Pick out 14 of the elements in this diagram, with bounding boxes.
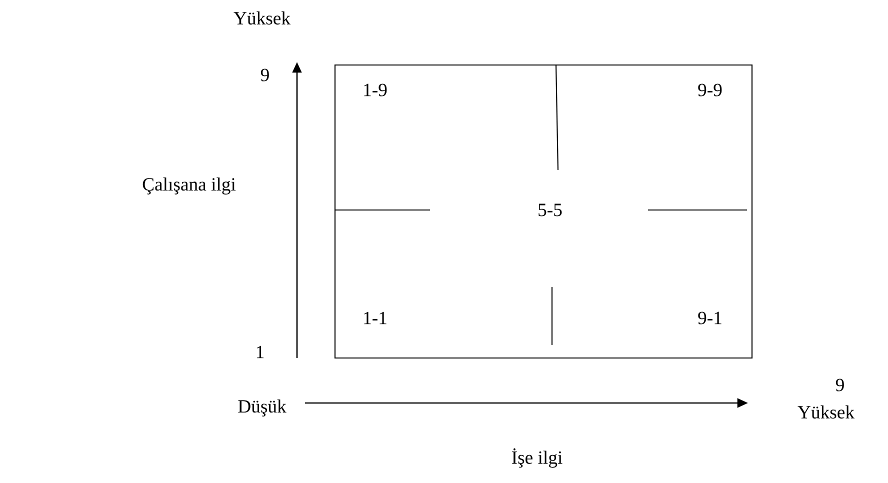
tick-label: 9 — [836, 378, 844, 392]
axis-label: Çalışana ilgi — [142, 178, 236, 194]
tick-label: 1 — [256, 346, 264, 358]
axis-label: Yüksek — [798, 405, 855, 419]
cell-label: 1-9 — [364, 84, 387, 96]
grid-box — [334, 64, 753, 359]
axis-label: Düşük — [238, 400, 286, 416]
cell-label: 9-1 — [698, 312, 722, 324]
cell-label: 9-9 — [698, 84, 722, 96]
axis-label: Yüksek — [234, 11, 291, 25]
tick-label: 9 — [260, 68, 269, 82]
cell-label: 5-5 — [538, 204, 562, 216]
axis-label: İşe ilgi — [512, 448, 562, 468]
cell-label: 1-1 — [364, 312, 386, 324]
